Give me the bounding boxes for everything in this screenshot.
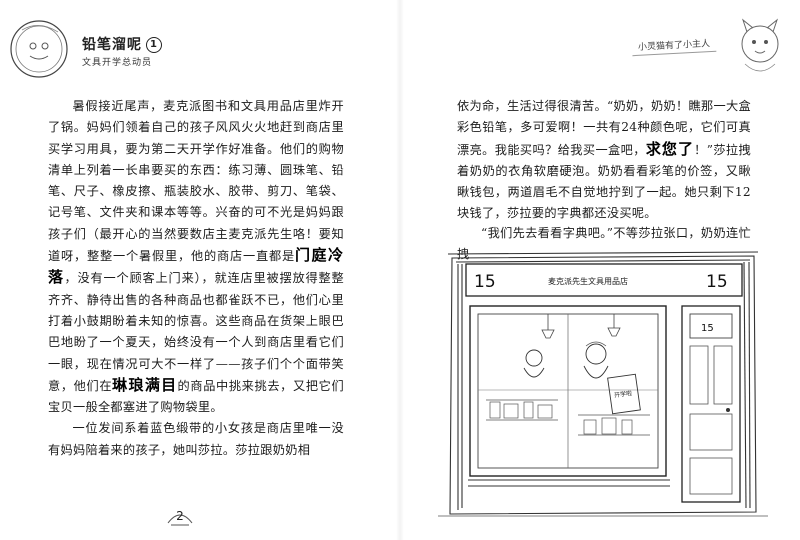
series-subtitle: 文具开学总动员 [82, 58, 153, 68]
page-number: 2 [176, 509, 184, 523]
shop-door: 15 [681, 305, 741, 503]
storefront-frame [447, 251, 759, 515]
sign-left-number: 15 [474, 272, 496, 292]
right-page: 小灵猫有了小主人 依为命，生活过得很清苦。“奶奶，奶奶！瞧那一大盒彩色铅笔，多可… [400, 0, 800, 540]
handwritten-phrase: 门庭冷落 [48, 246, 344, 287]
cat-doodle-icon [741, 18, 779, 72]
shop-window: 开学啦 [468, 305, 670, 487]
page-number-badge: 2 [165, 503, 195, 529]
right-paragraph-1: 依为命，生活过得很清苦。“奶奶，奶奶！瞧那一大盒彩色铅笔，多可爱啊！一共有24种… [457, 99, 752, 221]
page-gutter [396, 0, 404, 540]
chapter-tag: 小灵猫有了小主人 [631, 35, 717, 57]
shop-front-illustration: 15 麦克派先生文具用品店 15 开学啦 [438, 251, 768, 517]
shop-sign-board [465, 263, 743, 297]
shop-sign-text: 麦克派先生文具用品店 [548, 276, 628, 286]
series-logo-icon [10, 20, 68, 78]
left-paragraph-1: 暑假接近尾声，麦克派图书和文具用品店里炸开了锅。妈妈们领着自己的孩子风风火火地赶… [48, 99, 344, 457]
window-banner: 开学啦 [614, 389, 633, 399]
page-badge-icon [167, 514, 193, 526]
series-number: 1 [146, 37, 162, 53]
door-number: 15 [701, 323, 714, 334]
sign-right-number: 15 [706, 272, 728, 292]
handwritten-phrase: 琳琅满目 [112, 375, 178, 394]
left-paragraph-2: 一位发间系着蓝色缎带的小女孩是商店里唯一没有妈妈陪着来的孩子，她叫莎拉。莎拉跟奶… [48, 421, 344, 457]
handwritten-phrase: 求您了 [645, 139, 695, 158]
